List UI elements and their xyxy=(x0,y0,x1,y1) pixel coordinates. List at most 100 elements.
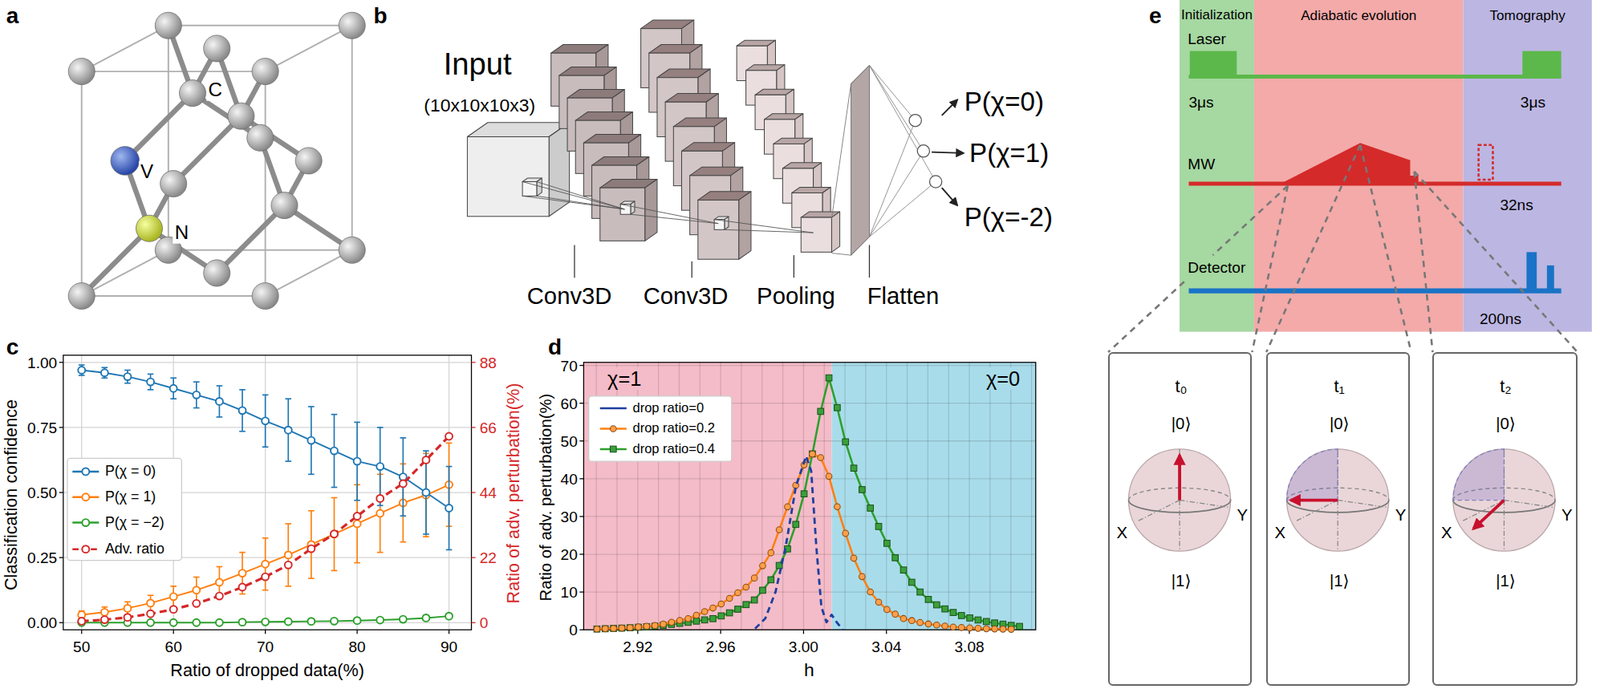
data-marker xyxy=(626,625,634,632)
error-cap xyxy=(308,473,315,476)
tick-mark xyxy=(579,440,584,442)
data-marker xyxy=(353,512,362,520)
cell-edge xyxy=(81,25,169,72)
data-marker xyxy=(735,606,742,614)
grid-line xyxy=(989,362,991,630)
data-marker xyxy=(215,397,224,406)
grid-line xyxy=(844,362,845,630)
carbon-atom xyxy=(227,102,255,130)
tick-label: 2.92 xyxy=(622,637,653,655)
data-marker xyxy=(884,606,891,614)
error-cap xyxy=(239,593,246,596)
data-marker xyxy=(668,619,675,626)
data-marker xyxy=(239,618,247,626)
tick-label: 60 xyxy=(165,637,183,655)
error-cap xyxy=(262,394,269,397)
data-marker xyxy=(676,617,683,625)
filter-cube xyxy=(724,216,729,230)
grid-line xyxy=(885,362,887,630)
leader-line xyxy=(1360,145,1412,353)
data-marker xyxy=(651,622,658,630)
data-curve xyxy=(755,456,843,631)
data-marker xyxy=(651,623,658,630)
plot-frame xyxy=(63,355,472,630)
phase-band-fill xyxy=(1463,0,1592,333)
band-title: Adiabatic evolution xyxy=(1300,8,1417,24)
state-label: |0⟩ xyxy=(1495,414,1516,432)
data-marker xyxy=(850,555,857,562)
dense-line xyxy=(869,64,915,121)
bloch-axis xyxy=(1137,500,1180,523)
data-marker xyxy=(307,437,315,445)
filter-cube xyxy=(714,219,725,231)
panel-letter: d xyxy=(548,334,562,360)
error-cap xyxy=(239,389,246,391)
grid-line xyxy=(583,591,1036,593)
data-marker xyxy=(767,576,775,584)
input-cube xyxy=(467,137,549,217)
grid-line xyxy=(1031,362,1032,630)
data-marker xyxy=(809,450,817,458)
carbon-atom xyxy=(68,283,95,310)
conv-layer xyxy=(739,191,752,260)
signal-label: Laser xyxy=(1187,30,1227,48)
panel-letter: e xyxy=(1149,4,1162,29)
data-marker xyxy=(859,487,866,494)
grid-line xyxy=(583,478,1036,480)
data-marker xyxy=(101,609,109,617)
cell-edge xyxy=(167,25,170,251)
bloch-box: t₁|0⟩XY|1⟩ xyxy=(1266,352,1410,687)
bloch-axis xyxy=(1178,449,1180,552)
data-marker xyxy=(261,618,269,626)
legend-text: drop ratio=0.4 xyxy=(632,442,715,457)
leader-line xyxy=(1251,186,1288,353)
legend-text: drop ratio=0.2 xyxy=(632,421,715,436)
data-marker xyxy=(192,600,200,608)
layer-label: Flatten xyxy=(867,283,939,309)
signal-label: MW xyxy=(1187,154,1215,172)
data-marker xyxy=(759,587,767,594)
data-marker xyxy=(867,588,874,596)
carbon-atom xyxy=(203,35,231,62)
band-title: Initialization xyxy=(1181,8,1253,24)
legend-text: Adv. ratio xyxy=(105,541,165,558)
data-marker xyxy=(834,503,841,511)
axis-label: X xyxy=(1116,523,1129,542)
receptive-line xyxy=(522,195,625,210)
data-marker xyxy=(635,624,642,631)
data-marker xyxy=(330,530,338,538)
data-marker xyxy=(958,613,965,620)
grid-line xyxy=(782,362,784,630)
laser-trace xyxy=(1189,74,1562,79)
bloch-sector xyxy=(1287,449,1339,501)
error-cap xyxy=(446,549,453,552)
phase-band-fill xyxy=(1179,0,1255,333)
data-marker xyxy=(601,625,609,633)
band-title: Tomography xyxy=(1489,8,1566,24)
error-cap xyxy=(353,562,361,565)
bloch-sphere xyxy=(1453,449,1556,552)
cell-edge xyxy=(168,249,353,252)
grid-line xyxy=(948,362,950,630)
error-cap xyxy=(170,397,177,400)
data-marker xyxy=(800,491,808,498)
error-cap xyxy=(216,416,224,419)
error-cap xyxy=(193,407,200,410)
time-label: t₀ xyxy=(1175,377,1188,397)
tick-mark xyxy=(471,622,476,624)
data-marker xyxy=(974,617,982,624)
error-cap xyxy=(193,381,200,383)
data-marker xyxy=(909,579,916,586)
output-label: P(χ=1) xyxy=(969,138,1049,168)
data-marker xyxy=(626,625,634,632)
tick-label: 0.75 xyxy=(27,418,57,436)
pooling-layer xyxy=(831,211,840,252)
tick-mark xyxy=(59,426,64,428)
data-marker xyxy=(593,625,601,633)
error-cap xyxy=(284,585,292,588)
phase-region xyxy=(831,362,1036,630)
detector-window xyxy=(1526,251,1537,291)
tick-mark xyxy=(579,629,584,631)
dense-line xyxy=(869,120,915,237)
data-marker xyxy=(859,573,866,581)
